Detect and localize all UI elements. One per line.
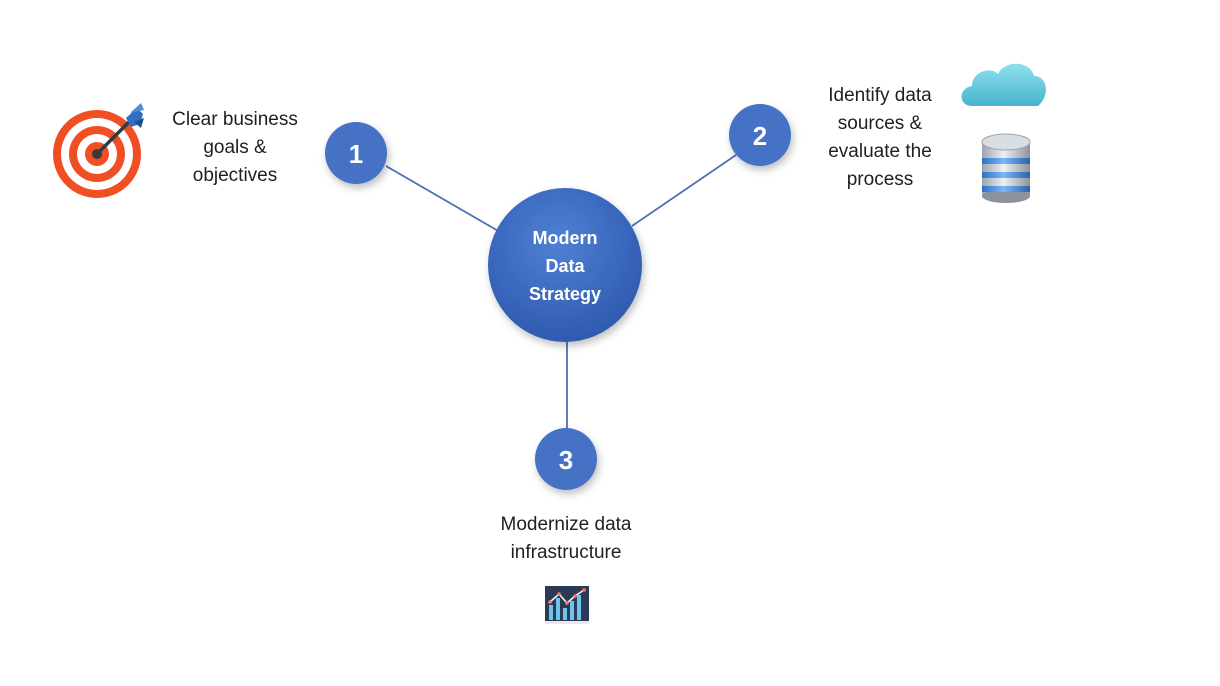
center-node: Modern Data Strategy — [488, 188, 642, 342]
step-node-2: 2 — [729, 104, 791, 166]
center-label-line-1: Modern — [533, 228, 598, 248]
step-label-1: Clear business goals & objectives — [155, 106, 315, 190]
step-label-2-line-1: Identify data — [828, 85, 932, 106]
step-label-1-line-2: goals & — [203, 137, 267, 158]
step-node-3: 3 — [535, 428, 597, 490]
step-label-2-line-3: evaluate the — [828, 141, 932, 162]
step-number-3: 3 — [559, 445, 573, 475]
target-icon — [53, 103, 144, 198]
step-label-1-line-1: Clear business — [172, 109, 298, 130]
analytics-chart-icon — [545, 586, 589, 624]
step-label-3-line-1: Modernize data — [500, 514, 632, 535]
cloud-icon — [961, 63, 1046, 106]
center-label-line-3: Strategy — [529, 284, 601, 304]
step-label-3-line-2: infrastructure — [510, 542, 622, 563]
step-label-2: Identify data sources & evaluate the pro… — [800, 82, 960, 194]
step-number-1: 1 — [349, 139, 363, 169]
database-icon — [981, 133, 1031, 203]
step-number-2: 2 — [753, 121, 767, 151]
step-node-1: 1 — [325, 122, 387, 184]
center-label-line-2: Data — [545, 256, 585, 276]
step-label-2-line-4: process — [846, 169, 914, 190]
step-label-1-line-3: objectives — [192, 165, 278, 186]
step-label-3: Modernize data infrastructure — [466, 511, 666, 567]
connector-line-1 — [385, 165, 501, 233]
step-label-2-line-2: sources & — [837, 113, 923, 134]
connector-line-2 — [631, 154, 737, 227]
